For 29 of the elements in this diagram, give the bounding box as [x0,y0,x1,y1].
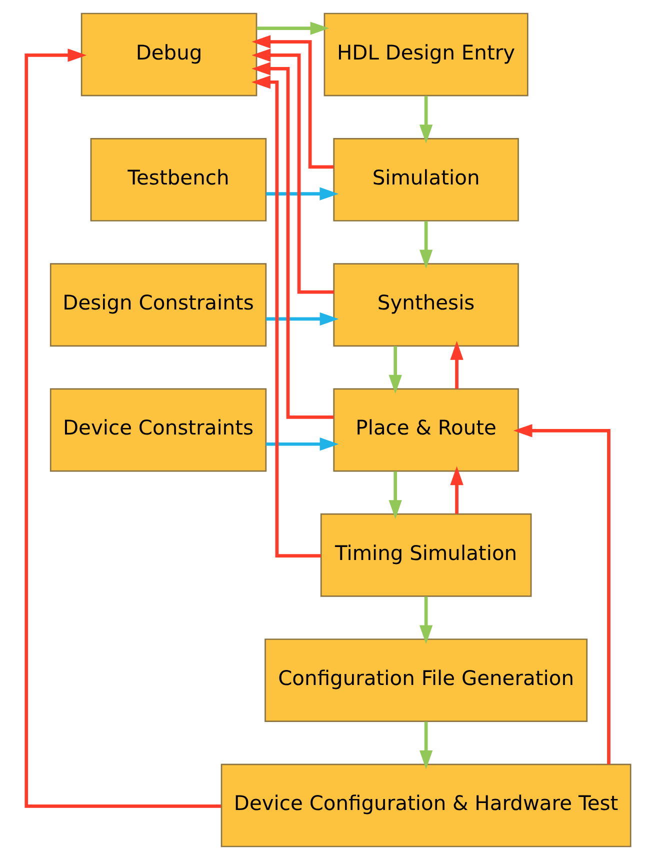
node-box: Timing Simulation [320,513,532,597]
node-box: HDL Design Entry [324,12,528,96]
arrow [450,341,464,389]
node-box: Testbench [90,138,267,222]
arrow [266,438,339,451]
node-box: Debug [80,12,258,96]
arrow [266,312,339,326]
arrow [419,96,433,144]
arrow [419,596,433,644]
arrow [252,35,334,169]
arrow [419,221,433,269]
node-box: Place & Route [333,388,519,472]
node-box: Synthesis [333,263,519,347]
arrow [450,466,464,514]
arrow [24,48,221,808]
node-box: Device Constraints [50,388,267,472]
arrow [252,76,321,558]
arrow [256,22,330,35]
node-box: Simulation [333,138,519,222]
node-box: Device Configuration & Hardware Test [220,764,632,848]
arrow [513,424,610,764]
arrow [388,471,402,519]
arrow [266,187,339,200]
arrow [252,48,334,294]
arrow [252,62,334,419]
arrow [388,346,402,394]
node-box: Design Constraints [50,263,267,347]
arrow [419,722,433,770]
node-box: Configuration File Generation [264,638,588,722]
